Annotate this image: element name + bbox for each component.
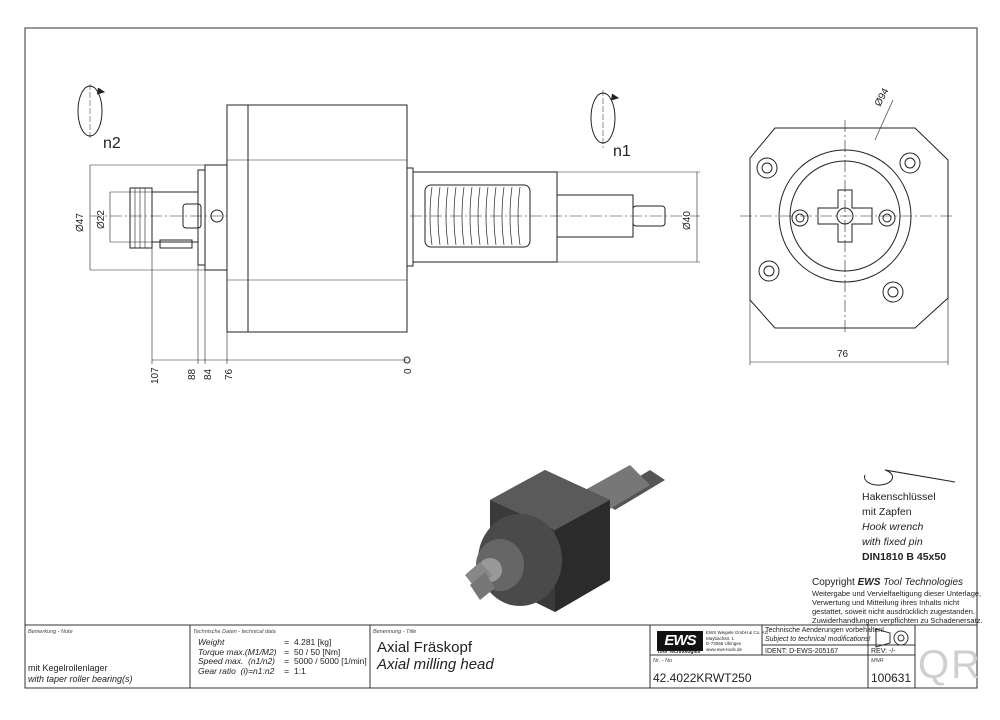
tech-eq: = — [284, 656, 289, 666]
note-line-2: with taper roller bearing(s) — [28, 674, 133, 684]
title-cell: Benennung - Title Axial Fräskopf Axial m… — [373, 627, 648, 673]
dim-88: 88 — [187, 368, 198, 380]
title-german: Axial Fräskopf — [377, 639, 473, 656]
company-street: Maybachstr. 1 — [706, 635, 735, 641]
tech-value: 1:1 — [294, 665, 306, 676]
dim-84: 84 — [203, 368, 214, 380]
revision: REV: -/- — [871, 648, 896, 655]
company-web: www.ews-tools.de — [706, 646, 743, 652]
mnr-header: MNR — [871, 658, 884, 664]
tech-label: Gear ratio (i)=n1:n2 — [198, 665, 275, 676]
tech-value: 5000 / 5000 [1/min] — [294, 656, 367, 666]
side-view — [77, 84, 700, 364]
dim-76: 76 — [224, 368, 235, 380]
tech-data-cell: Technische Daten - technical data Weight… — [193, 627, 368, 676]
tech-label: Speed max. (n1/n2) — [198, 656, 276, 666]
dim-76-front: 76 — [837, 349, 849, 360]
dim-d94: Ø94 — [873, 86, 892, 108]
rotation-label-n1: n1 — [613, 143, 631, 160]
hook-line-4: with fixed pin — [862, 536, 923, 548]
logo-subtitle: Tool Technologies — [657, 649, 701, 655]
mnr-number: 100631 — [871, 671, 912, 685]
change-en: Subject to technical modifications! — [765, 635, 871, 643]
ident-number: IDENT: D-EWS-205167 — [765, 648, 839, 655]
hook-wrench-icon — [864, 469, 956, 486]
side-view-labels: n2 n1 Ø47 Ø22 Ø40 107 88 84 76 0 — [75, 135, 693, 384]
hook-wrench-note: Hakenschlüssel mit Zapfen Hook wrench wi… — [862, 490, 982, 565]
dim-0: 0 — [403, 368, 414, 374]
note-cell: Bemerkung - Note mit Kegelrollenlager wi… — [28, 627, 188, 685]
tech-value: 4.281 [kg] — [294, 637, 332, 647]
title-header: Benennung - Title — [373, 629, 417, 635]
dim-d47: Ø47 — [75, 213, 86, 232]
copyright-text-1: Weitergabe und Vervielfaeltigung dieser … — [812, 589, 982, 598]
mnr-cell: MNR 100631 — [871, 656, 913, 684]
hook-line-3: Hook wrench — [862, 521, 924, 533]
product-render — [465, 465, 665, 612]
copyright-note: Copyright EWS Tool Technologies Weiterga… — [812, 577, 992, 625]
qr-placeholder: QR — [918, 643, 982, 687]
dim-d22: Ø22 — [96, 210, 107, 229]
tech-label: Weight — [198, 637, 225, 647]
tech-value: 50 / 50 [Nm] — [294, 646, 341, 657]
tech-eq: = — [284, 665, 289, 676]
part-number-cell: Nr. - No 42.4022KRWT250 — [653, 656, 752, 684]
dim-107: 107 — [150, 367, 161, 384]
dim-d40: Ø40 — [682, 211, 693, 230]
tech-label: Torque max.(M1/M2) — [198, 646, 277, 657]
title-block-grid — [25, 624, 977, 688]
copyright-brand: EWS — [857, 577, 881, 588]
rotation-label-n2: n2 — [103, 135, 121, 152]
hook-line-5: DIN1810 B 45x50 — [862, 551, 947, 563]
note-line-1: mit Kegelrollenlager — [28, 663, 108, 673]
title-english: Axial milling head — [377, 656, 494, 673]
drawing-border — [24, 27, 978, 689]
copyright-prefix: Copyright — [812, 577, 855, 588]
nr-header: Nr. - No — [653, 658, 673, 664]
tech-header: Technische Daten - technical data — [193, 629, 276, 635]
company-name: EWS Weigele GmbH & Co. KG — [706, 630, 769, 635]
copyright-text-2: Verwertung und Mitteilung ihres Inhalts … — [812, 598, 960, 607]
copyright-text-3: gestattet, soweit nicht ausdrücklich zug… — [812, 607, 976, 616]
part-number: 42.4022KRWT250 — [653, 671, 752, 685]
change-notice: Technische Aenderungen vorbehalten! Subj… — [765, 627, 884, 644]
copyright-text-4: Zuwiderhandlungen verpflichten zu Schade… — [812, 616, 983, 625]
hook-line-2: mit Zapfen — [862, 506, 912, 518]
company-address: EWS Weigele GmbH & Co. KG Maybachstr. 1 … — [706, 630, 768, 652]
change-de: Technische Aenderungen vorbehalten! — [765, 627, 885, 634]
tech-eq: = — [284, 637, 289, 647]
ews-logo: EWS — [657, 631, 703, 651]
front-view — [740, 99, 955, 365]
company-city: D-73066 Uhingen — [706, 641, 742, 646]
copyright-suffix: Tool Technologies — [883, 577, 964, 588]
hook-line-1: Hakenschlüssel — [862, 491, 936, 503]
tech-eq: = — [284, 646, 289, 657]
note-header: Bemerkung - Note — [28, 629, 73, 635]
